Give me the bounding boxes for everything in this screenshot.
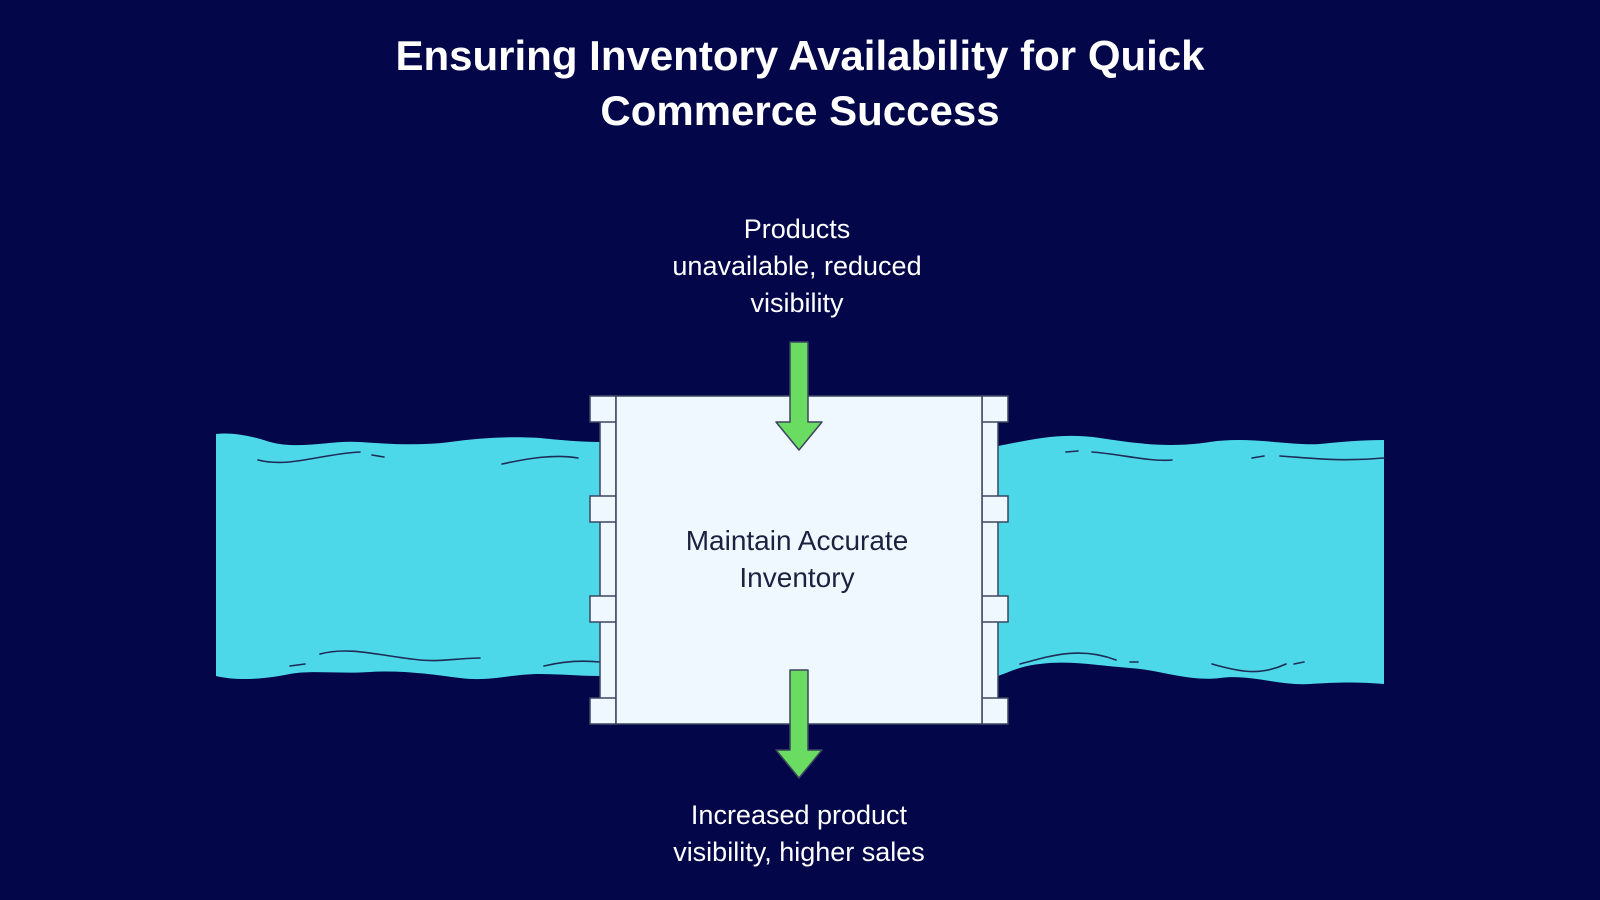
process-label: Maintain Accurate Inventory — [617, 522, 977, 596]
input-arrow-icon — [775, 341, 823, 451]
gate-post-right — [981, 395, 1009, 725]
input-label: Products unavailable, reduced visibility — [597, 211, 997, 322]
water-ripples-right — [1019, 450, 1385, 673]
input-label-line-1: Products — [743, 214, 851, 244]
process-label-line-2: Inventory — [739, 562, 855, 593]
input-label-line-3: visibility — [750, 288, 844, 318]
title-line-1: Ensuring Inventory Availability for Quic… — [395, 32, 1205, 79]
output-label-line-1: Increased product — [690, 800, 908, 830]
output-label: Increased product visibility, higher sal… — [599, 797, 999, 871]
water-ripples-left — [257, 451, 601, 667]
title-line-2: Commerce Success — [600, 87, 1000, 134]
input-label-line-2: unavailable, reduced — [672, 251, 922, 281]
output-arrow-icon — [775, 669, 823, 779]
output-label-line-2: visibility, higher sales — [673, 837, 925, 867]
gate-post-left — [589, 395, 617, 725]
water-stream-left — [216, 433, 600, 680]
process-label-line-1: Maintain Accurate — [685, 525, 909, 556]
water-stream-right — [998, 435, 1384, 685]
diagram-title: Ensuring Inventory Availability for Quic… — [0, 28, 1600, 138]
